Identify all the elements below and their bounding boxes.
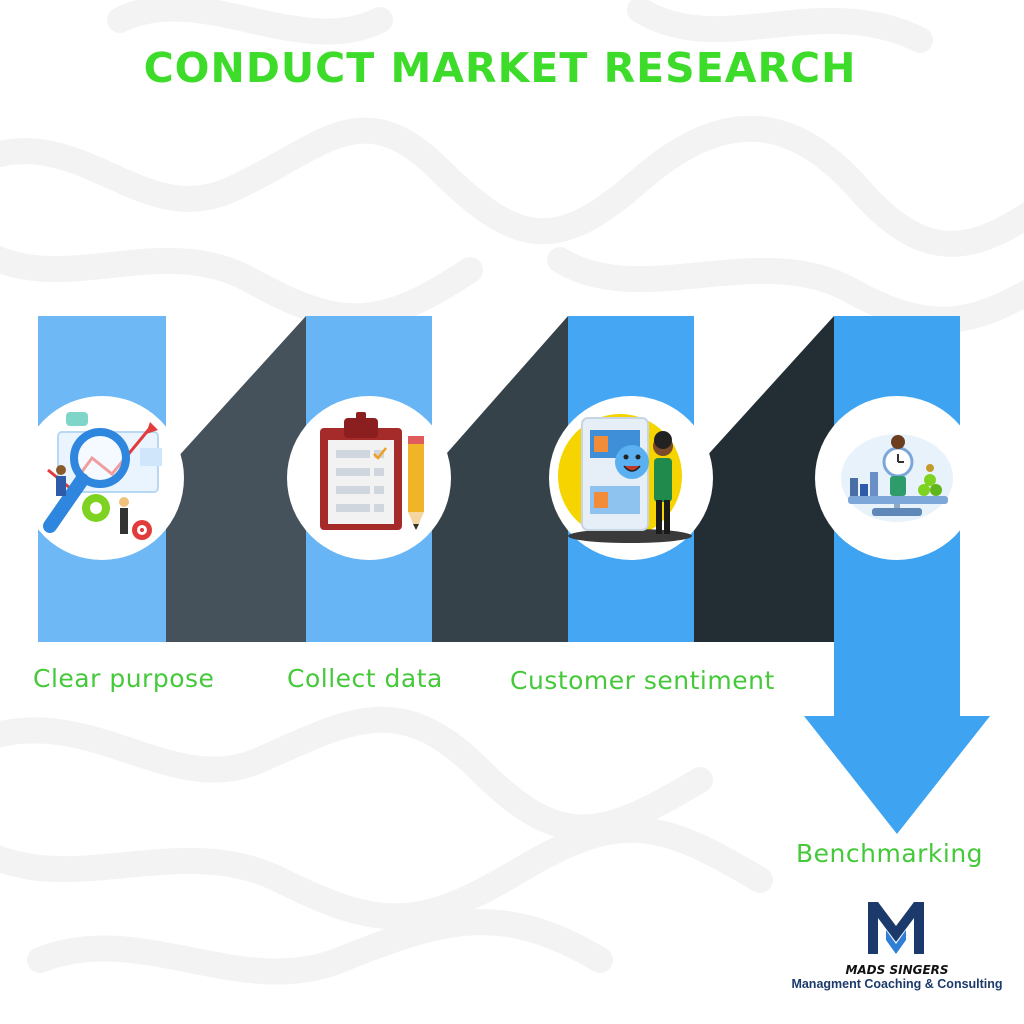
feedback-smiley-icon: [558, 414, 692, 543]
step-label-benchmarking: Benchmarking: [796, 839, 984, 868]
connector-3: [694, 316, 834, 642]
step-label-customer-sentiment: Customer sentiment: [510, 666, 775, 695]
page-title: CONDUCT MARKET RESEARCH: [143, 44, 857, 92]
brand-name: MADS SINGERS: [845, 963, 949, 977]
step-label-collect-data: Collect data: [287, 664, 443, 693]
balance-scale-icon: [841, 434, 953, 522]
brand-logo-icon: [868, 902, 924, 954]
magnifier-analytics-icon: [43, 412, 162, 540]
connector-2: [432, 316, 568, 642]
connector-1: [166, 316, 306, 642]
clipboard-pencil-icon: [320, 412, 424, 530]
step-label-clear-purpose: Clear purpose: [33, 664, 215, 693]
down-arrow-head: [804, 716, 990, 834]
brand-tagline: Managment Coaching & Consulting: [791, 977, 1003, 991]
